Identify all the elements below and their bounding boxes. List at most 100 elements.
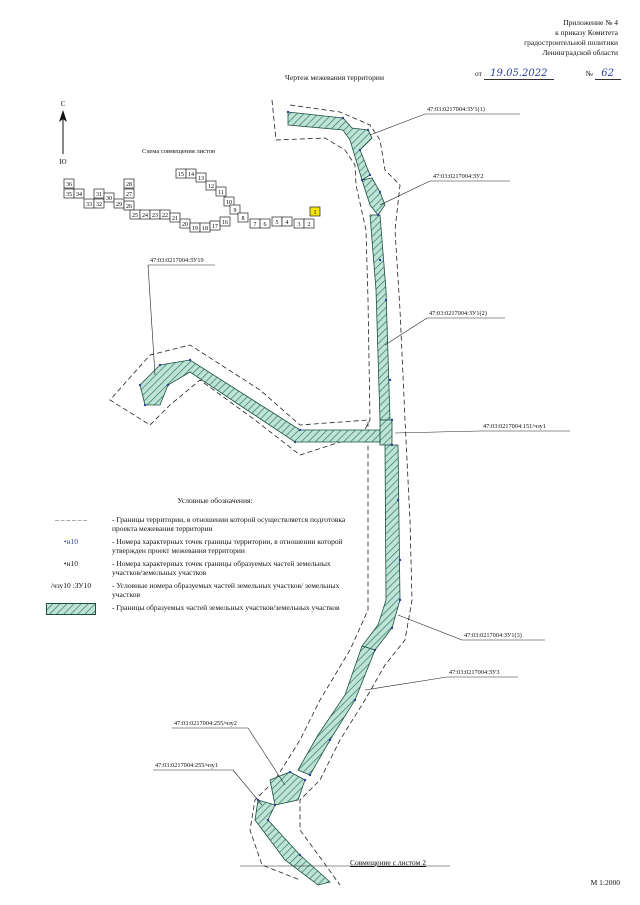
header-line: к приказу Комитета: [555, 28, 618, 37]
characteristic-point: [368, 173, 372, 177]
characteristic-point: [166, 383, 170, 387]
order-date-row: от 19.05.2022 № 62: [475, 68, 621, 80]
scheme-cell: [219, 216, 231, 227]
characteristic-point: [384, 298, 388, 302]
legend-text: - Номера характерных точек границы терри…: [112, 537, 343, 555]
parcel-151-chzu1: [379, 419, 393, 446]
scheme-cell: [223, 196, 235, 207]
scheme-cell-number: 4: [286, 220, 289, 226]
scheme-cell: [63, 178, 75, 189]
parcel-zu3: [297, 645, 376, 776]
scheme-cell-number: 15: [178, 172, 184, 178]
parcel-255-chzu2: [269, 771, 306, 806]
scheme-cell-number: 20: [182, 222, 188, 228]
territory-boundary-left: [109, 99, 371, 881]
scheme-cell: [123, 200, 135, 211]
characteristic-point: [358, 148, 362, 152]
characteristic-point: [303, 778, 307, 782]
date-prefix: от: [475, 69, 482, 78]
parcel-255-chzu1: [254, 799, 331, 886]
legend-text: - Условные номера образуемых частей земе…: [112, 581, 340, 599]
scheme-cell: [169, 212, 181, 223]
header-line: градостроительной политики: [524, 38, 618, 47]
characteristic-point: [390, 443, 394, 447]
number-value: 62: [594, 68, 621, 80]
characteristic-point: [308, 773, 312, 777]
black-point-symbol: •н10: [63, 559, 79, 568]
label-151-chzu1: 47:03:0217004:151/чзу1: [483, 423, 546, 430]
scheme-cell: [123, 188, 135, 199]
scheme-cell-number: 32: [96, 202, 102, 208]
legend-text: - Границы территории, в отношении которо…: [112, 515, 346, 533]
characteristic-point: [366, 128, 370, 132]
scheme-cell: [215, 186, 227, 197]
scheme-cell: [229, 204, 241, 215]
scheme-cell-number: 16: [222, 220, 228, 226]
characteristic-point: [256, 798, 260, 802]
scheme-cell: [103, 192, 115, 203]
north-arrow-icon: [59, 110, 67, 154]
scheme-cell-number: 28: [126, 182, 132, 188]
sheet-combine-label: Совмещение с листом 2: [350, 858, 427, 867]
characteristic-point: [396, 498, 400, 502]
characteristic-point: [341, 116, 345, 120]
header-line: Ленинградской области: [542, 48, 618, 57]
characteristic-point: [288, 770, 292, 774]
blue-point-symbol: •н10: [63, 537, 79, 546]
characteristic-point: [398, 558, 402, 562]
legend-item: •н10 - Номера характерных точек границы …: [30, 559, 360, 577]
label-255-chzu1: 47:03:0217004:255/чзу1: [155, 762, 218, 769]
scheme-cell: [123, 178, 135, 189]
scheme-cell-number: 12: [208, 184, 214, 190]
label-leaders: [147, 113, 570, 867]
header-line: Приложение № 4: [563, 18, 618, 27]
south-label: Ю: [59, 158, 67, 166]
characteristic-point: [376, 213, 380, 217]
scheme-cell-number: 36: [66, 182, 72, 188]
scheme-cell-number: 10: [226, 200, 232, 206]
characteristic-point: [390, 418, 394, 422]
legend-title: Условные обозначения:: [177, 496, 253, 505]
label-zu3: 47:03:0217004:ЗУ3: [449, 669, 500, 676]
label-zu2: 47:03:0217004:ЗУ2: [433, 173, 484, 180]
dashed-line-symbol: – – – – – –: [55, 515, 87, 524]
characteristic-point: [398, 598, 402, 602]
characteristic-point: [378, 190, 382, 194]
legend-item: /чзу10 :ЗУ10 - Условные номера образуемы…: [30, 581, 360, 599]
page-title: Чертеж межевания территории: [285, 73, 384, 82]
scheme-cell: [73, 188, 85, 199]
characteristic-point: [143, 403, 147, 407]
scheme-cell-number: 13: [198, 176, 204, 182]
characteristic-point: [328, 738, 332, 742]
territory-boundary-right: [289, 104, 413, 886]
scheme-cell-number: 2: [308, 222, 311, 228]
scheme-cell: [237, 212, 249, 223]
legend: Условные обозначения: – – – – – – - Гран…: [30, 496, 360, 619]
scheme-cell-number: 29: [116, 202, 122, 208]
characteristic-point: [353, 698, 357, 702]
scheme-cell: [195, 172, 207, 183]
north-label: С: [60, 100, 66, 108]
scheme-cell: [205, 180, 217, 191]
hatch-symbol: [30, 603, 112, 615]
characteristic-point: [388, 378, 392, 382]
scheme-cell-number: 19: [192, 226, 198, 232]
scheme-cell: [259, 218, 271, 229]
label-zu1-1: 47:03:0217004:ЗУ1(1): [427, 106, 485, 113]
characteristic-point: [293, 440, 297, 444]
north-arrow: С Ю: [58, 100, 68, 166]
characteristic-point: [188, 358, 192, 362]
legend-item: – – – – – – - Границы территории, в отно…: [30, 515, 360, 533]
scheme-cell-number: 17: [212, 224, 218, 230]
characteristic-point: [373, 648, 377, 652]
scheme-cell-number: 14: [188, 172, 194, 178]
characteristic-point: [138, 383, 142, 387]
scheme-cell-number: 5: [276, 220, 279, 226]
characteristic-point: [158, 363, 162, 367]
scheme-cell-number: 34: [76, 192, 82, 198]
parcel-zu1-2: [369, 214, 391, 421]
label-zu19: 47:03:0217004:ЗУ19: [150, 257, 204, 264]
characteristic-point: [266, 818, 270, 822]
